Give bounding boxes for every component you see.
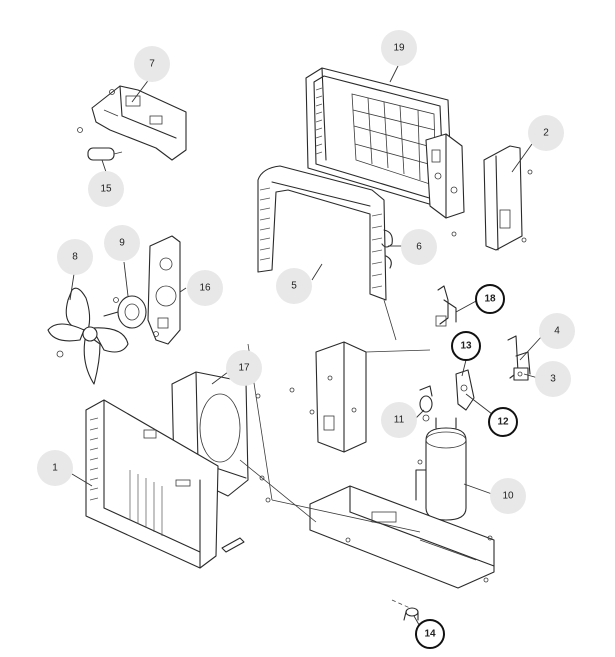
callout-1-label: 1 <box>52 463 58 474</box>
callout-9: 9 <box>104 225 140 261</box>
part-16-motor-support <box>147 235 181 345</box>
callout-1: 1 <box>37 450 73 486</box>
callout-6: 6 <box>401 229 437 265</box>
part-14-drain-cap <box>403 607 419 621</box>
callout-2: 2 <box>528 115 564 151</box>
callout-7: 7 <box>134 46 170 82</box>
part-7-motor-bracket <box>77 85 187 161</box>
callout-leaders <box>69 65 543 631</box>
callout-17-label: 17 <box>238 363 250 374</box>
callout-18-label: 18 <box>484 294 496 305</box>
callout-15-label: 15 <box>100 184 112 195</box>
callout-15: 15 <box>88 171 124 207</box>
callout-12-label: 12 <box>497 417 509 428</box>
callout-4: 4 <box>539 313 575 349</box>
callout-6-label: 6 <box>416 242 422 253</box>
callout-7-label: 7 <box>149 59 155 70</box>
part-3-bracket <box>513 367 529 381</box>
part-12-service-valve <box>455 369 475 411</box>
callout-10-label: 10 <box>502 491 514 502</box>
part-9-fan-motor <box>103 295 147 329</box>
part-18-clip <box>435 285 457 327</box>
callout-19-label: 19 <box>393 43 405 54</box>
callout-2-label: 2 <box>543 128 549 139</box>
callout-17: 17 <box>226 350 262 386</box>
callout-13: 13 <box>451 331 481 361</box>
callout-14-label: 14 <box>424 629 436 640</box>
part-5-condenser-coil <box>257 165 393 301</box>
part-10-compressor <box>415 417 467 521</box>
callout-8: 8 <box>57 239 93 275</box>
callout-4-label: 4 <box>554 326 560 337</box>
part-base-pan <box>309 485 495 589</box>
callout-14: 14 <box>415 619 445 649</box>
part-1-front-cabinet <box>85 399 245 569</box>
callout-10: 10 <box>490 478 526 514</box>
part-partition-plate <box>289 341 367 453</box>
part-6-control-box <box>425 133 465 219</box>
callout-9-label: 9 <box>119 238 125 249</box>
callout-11-label: 11 <box>394 415 405 426</box>
callout-5-label: 5 <box>291 281 297 292</box>
callout-badges: 1 2 3 4 5 6 7 8 <box>37 30 575 649</box>
callout-3-label: 3 <box>550 374 556 385</box>
callout-18: 18 <box>475 284 505 314</box>
callout-8-label: 8 <box>72 252 78 263</box>
callout-3: 3 <box>535 361 571 397</box>
callout-19: 19 <box>381 30 417 66</box>
callout-5: 5 <box>276 268 312 304</box>
part-8-fan-blade <box>47 287 129 385</box>
callout-16: 16 <box>187 270 223 306</box>
part-15-capacitor <box>87 147 123 161</box>
callout-11: 11 <box>381 402 417 438</box>
callout-16-label: 16 <box>199 283 211 294</box>
part-11-valve <box>419 385 433 422</box>
callout-13-label: 13 <box>460 341 472 352</box>
callout-12: 12 <box>488 407 518 437</box>
